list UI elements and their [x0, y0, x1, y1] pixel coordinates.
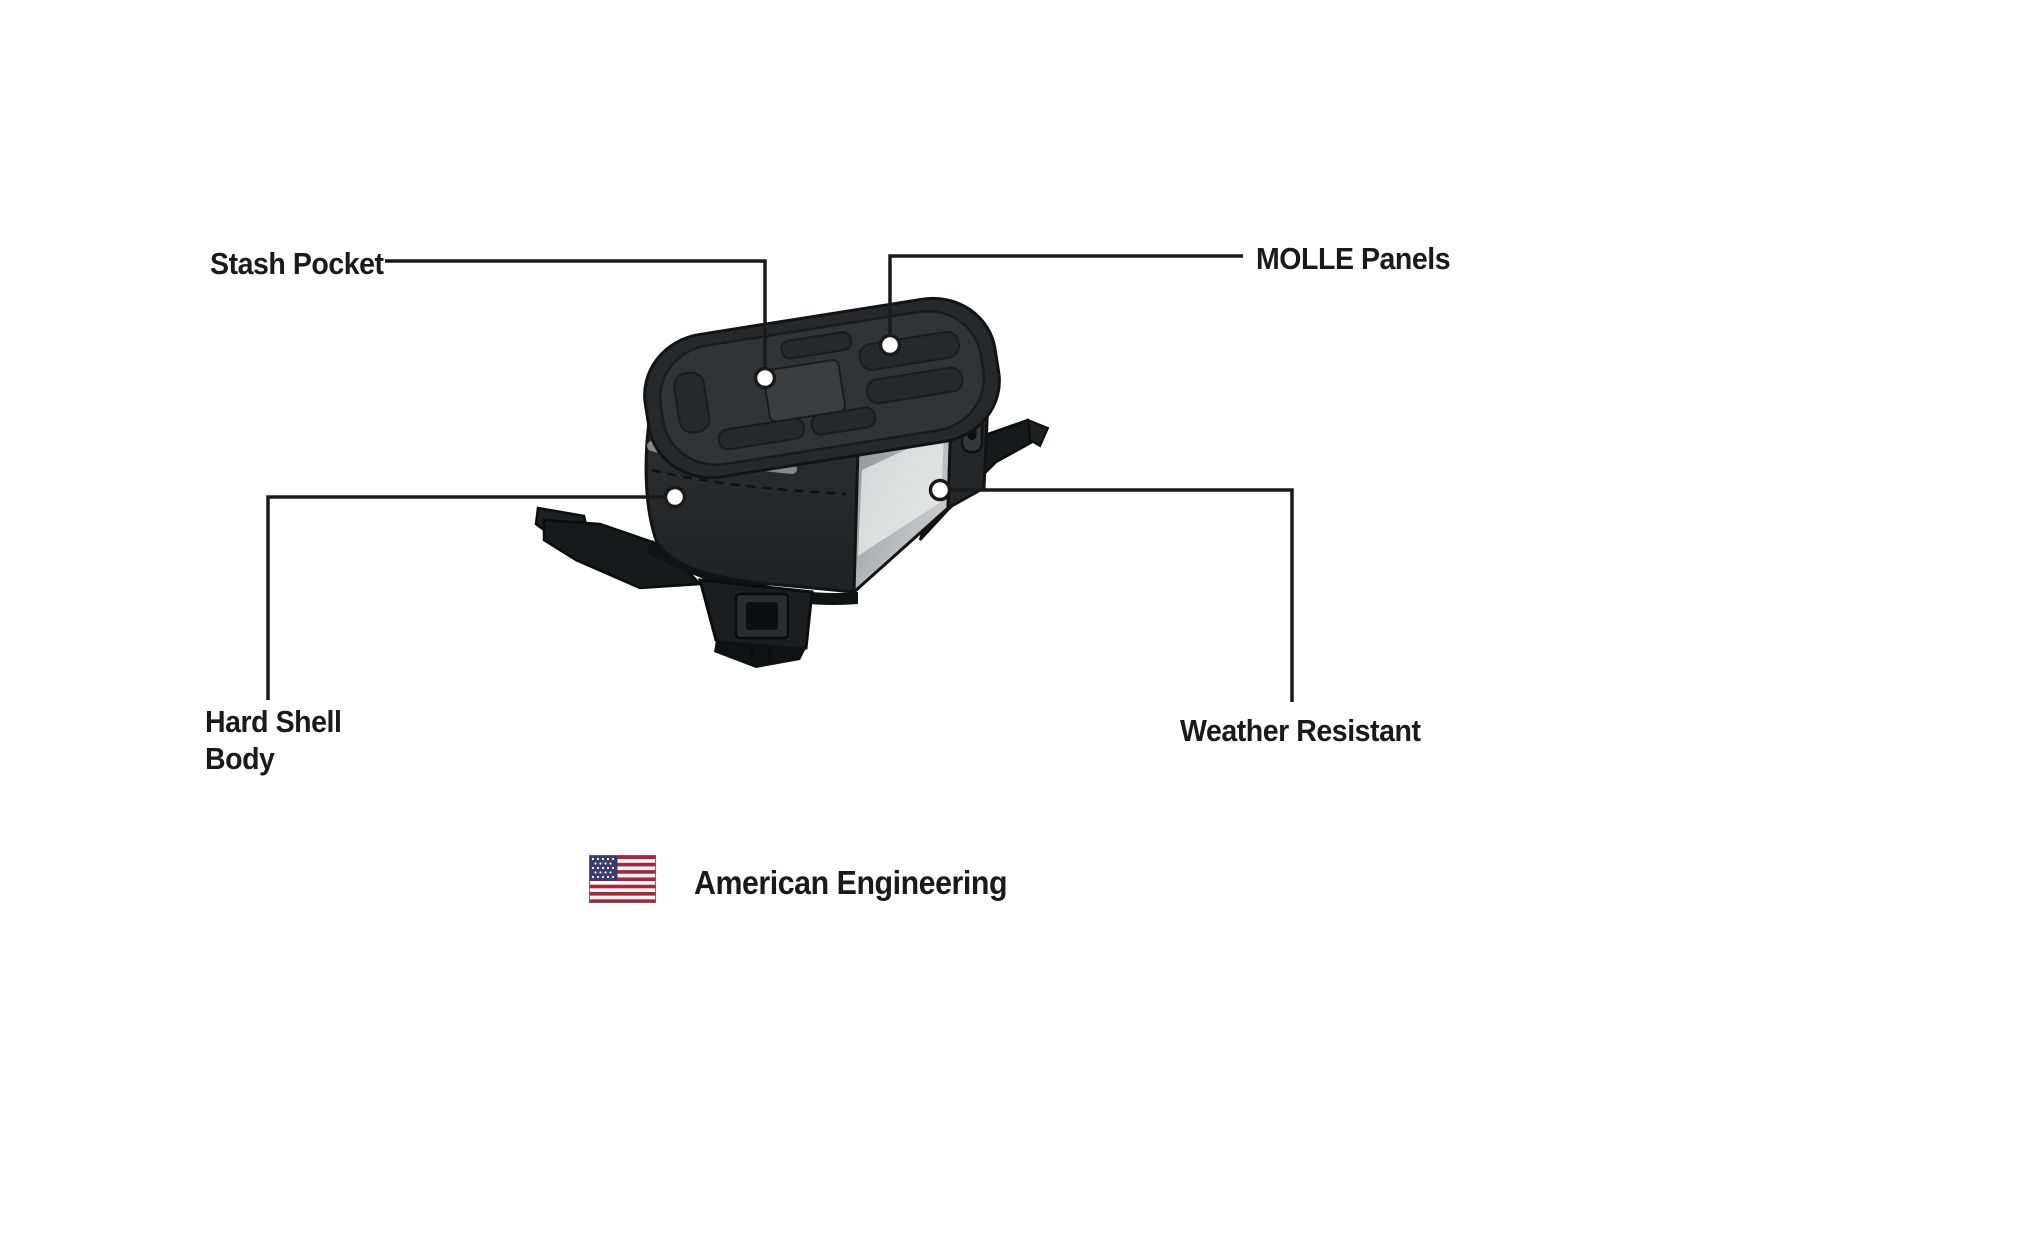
callout-label-hard-shell-body: Hard Shell Body — [205, 703, 342, 777]
callout-marker-stash-pocket — [753, 366, 777, 390]
molle-slot — [858, 330, 960, 371]
callout-line-hard-shell-body — [266, 495, 666, 700]
molle-slot — [866, 366, 964, 405]
callout-label-hard-shell-line1: Hard Shell — [205, 704, 342, 739]
callout-line-molle-panels — [888, 254, 1243, 336]
callout-label-hard-shell-line2: Body — [205, 741, 275, 776]
lid-center-patch — [762, 359, 846, 423]
molle-slot — [717, 417, 806, 451]
callout-label-stash-pocket: Stash Pocket — [210, 246, 384, 281]
callout-line-stash-pocket — [385, 259, 767, 369]
base-left-arm — [542, 518, 703, 590]
callout-marker-weather-resistant — [928, 478, 952, 502]
base-right-hook — [1026, 418, 1050, 448]
zipper-dashed-line — [651, 468, 847, 496]
callout-marker-molle-panels — [878, 333, 902, 357]
molle-slot — [780, 331, 853, 360]
bag-lid — [643, 296, 1001, 480]
us-flag-icon — [589, 855, 656, 903]
callout-marker-hard-shell-body — [663, 485, 687, 509]
front-bracket-window — [746, 602, 778, 630]
weather-panel-highlight — [858, 432, 944, 556]
front-bracket-lip — [714, 640, 806, 668]
callout-label-weather-resistant: Weather Resistant — [1180, 713, 1421, 748]
mounting-base — [534, 418, 1050, 668]
footer-tagline: American Engineering — [694, 864, 1008, 901]
callout-line-weather-resistant — [949, 488, 1294, 702]
molle-slot — [673, 371, 711, 434]
callout-label-molle-panels: MOLLE Panels — [1256, 241, 1451, 276]
